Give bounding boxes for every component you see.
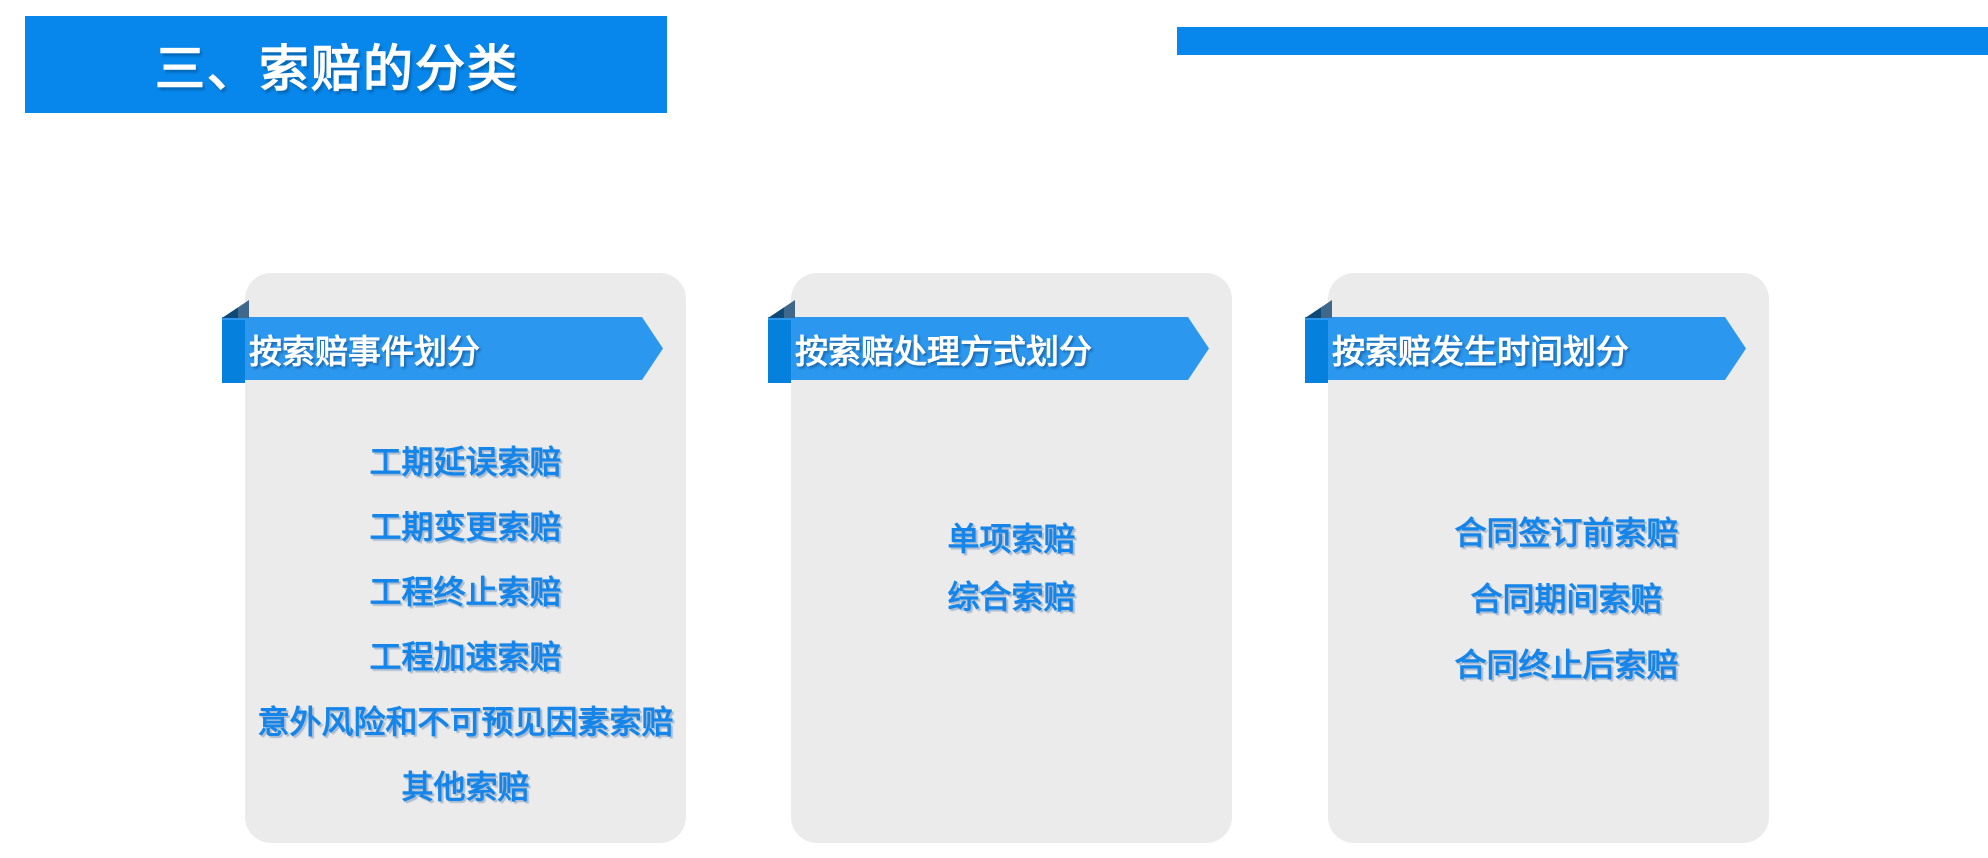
- ribbon-fold-icon: [1305, 300, 1332, 318]
- card-items: 合同签订前索赔合同期间索赔合同终止后索赔: [1346, 498, 1787, 696]
- ribbon-label: 按索赔处理方式划分: [795, 332, 1092, 370]
- ribbon-band: 按索赔处理方式划分: [768, 317, 1209, 380]
- card-claim-handling: 按索赔处理方式划分 单项索赔综合索赔: [768, 273, 1232, 843]
- ribbon-band: 按索赔发生时间划分: [1305, 317, 1746, 380]
- list-item: 工期变更索赔: [369, 508, 562, 545]
- ribbon-fold-icon: [768, 300, 795, 318]
- ribbon-tab: [1305, 320, 1328, 383]
- ribbon-label: 按索赔事件划分: [249, 332, 480, 370]
- ribbon-tab: [222, 320, 245, 383]
- ribbon: 按索赔发生时间划分: [1305, 300, 1746, 383]
- page-title: 三、索赔的分类: [155, 40, 519, 97]
- card-claim-time: 按索赔发生时间划分 合同签订前索赔合同期间索赔合同终止后索赔: [1305, 273, 1769, 843]
- accent-bar: [1177, 27, 1988, 55]
- list-item: 工程加速索赔: [369, 638, 562, 675]
- list-item: 单项索赔: [947, 521, 1076, 557]
- ribbon-fold-icon: [222, 300, 249, 318]
- list-item: 工期延误索赔: [369, 443, 562, 480]
- card-claim-event: 按索赔事件划分 工期延误索赔工期变更索赔工程终止索赔工程加速索赔意外风险和不可预…: [222, 273, 686, 843]
- list-item: 意外风险和不可预见因素索赔: [257, 703, 674, 740]
- ribbon-band: 按索赔事件划分: [222, 317, 663, 380]
- list-item: 合同签订前索赔: [1454, 515, 1679, 551]
- card-items: 单项索赔综合索赔: [791, 508, 1232, 624]
- ribbon: 按索赔处理方式划分: [768, 300, 1209, 383]
- ribbon-tab: [768, 320, 791, 383]
- title-banner: 三、索赔的分类: [25, 16, 667, 113]
- list-item: 其他索赔: [401, 768, 530, 805]
- ribbon: 按索赔事件划分: [222, 300, 663, 383]
- list-item: 综合索赔: [947, 579, 1076, 615]
- list-item: 合同期间索赔: [1470, 581, 1663, 617]
- list-item: 合同终止后索赔: [1454, 647, 1679, 683]
- list-item: 工程终止索赔: [369, 573, 562, 610]
- ribbon-label: 按索赔发生时间划分: [1332, 332, 1629, 370]
- card-items: 工期延误索赔工期变更索赔工程终止索赔工程加速索赔意外风险和不可预见因素索赔其他索…: [245, 427, 686, 817]
